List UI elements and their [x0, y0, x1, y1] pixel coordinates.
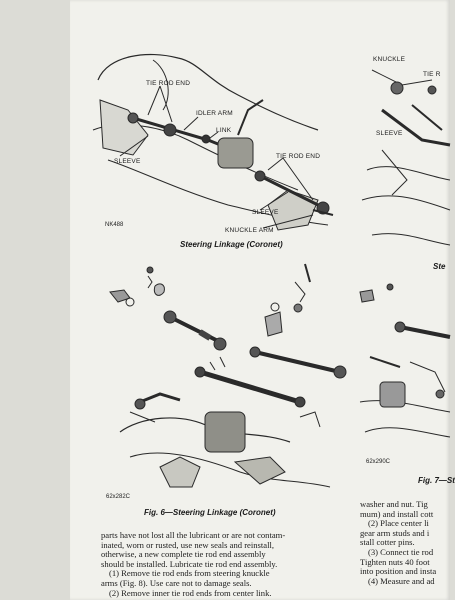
text-line: parts have not lost all the lubricant or…: [101, 530, 286, 540]
figure-code-top: NK488: [105, 222, 124, 228]
text-line: stall cotter pins.: [360, 537, 415, 548]
label-knuckle-arm: KNUCKLE ARM: [225, 227, 274, 234]
text-line: (2) Place center li: [368, 518, 429, 529]
right-linkage-illustration-fig7: [359, 283, 451, 438]
figure-6-caption: Fig. 6—Steering Linkage (Coronet): [144, 508, 276, 517]
label-sleeve-left: SLEEVE: [114, 158, 141, 165]
text-line: (4) Measure and ad: [368, 575, 435, 586]
text-line: inated, worn or rusted, use new seals an…: [101, 539, 275, 550]
steering-linkage-exploded-illustration: [109, 263, 347, 488]
text-line: into position and insta: [360, 566, 437, 577]
steering-linkage-illustration-top: [92, 53, 334, 231]
right-label-sleeve: SLEEVE: [376, 130, 403, 137]
text-line: washer and nut. Tig: [360, 499, 428, 509]
label-idler-arm: IDLER ARM: [196, 110, 233, 117]
label-sleeve-right: SLEEVE: [252, 209, 279, 216]
label-tie-rod-end-top: TIE ROD END: [146, 80, 191, 87]
label-tie-rod-end-right: TIE ROD END: [276, 153, 321, 160]
label-link: LINK: [216, 127, 232, 134]
right-steering-illustration-top: [361, 69, 451, 246]
figure-7-code: 62x290C: [366, 459, 391, 465]
text-line: should be installed. Lubricate tie rod e…: [101, 558, 278, 569]
text-line: (1) Remove tie rod ends from steering kn…: [109, 568, 270, 579]
text-line: Tighten nuts 40 foot: [360, 556, 430, 567]
text-line: (2) Remove inner tie rod ends from cente…: [109, 587, 272, 598]
text-line: gear arm studs and i: [360, 527, 430, 538]
text-line: mum) and install cott: [360, 508, 434, 519]
text-line: otherwise, a new complete tie rod end as…: [101, 549, 266, 560]
text-line: arms (Fig. 8). Use care not to damage se…: [101, 577, 252, 588]
right-caption-top: Ste: [433, 262, 446, 271]
figure-6-code: 62x282C: [106, 494, 131, 500]
right-column-text: washer and nut. Tig mum) and install cot…: [360, 499, 450, 586]
caption-top: Steering Linkage (Coronet): [180, 240, 283, 249]
figure-7-caption: Fig. 7—St: [418, 476, 455, 485]
text-line: (3) Connect tie rod: [368, 546, 434, 557]
left-column-text: parts have not lost all the lubricant or…: [101, 530, 286, 598]
right-label-tie-rod: TIE R: [423, 71, 441, 78]
right-label-knuckle: KNUCKLE: [373, 56, 406, 63]
